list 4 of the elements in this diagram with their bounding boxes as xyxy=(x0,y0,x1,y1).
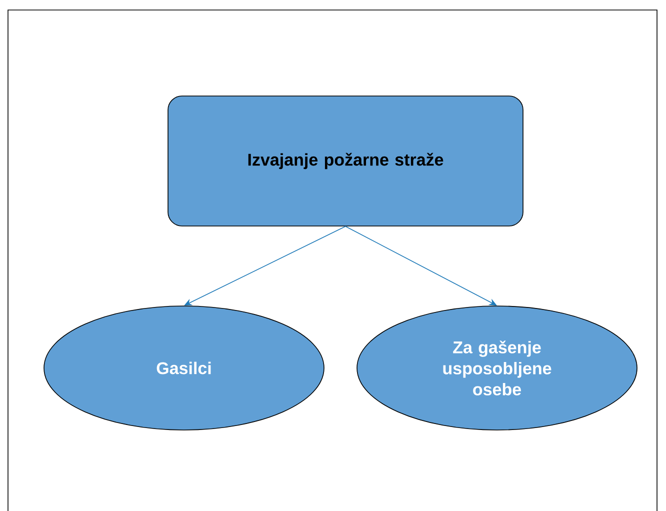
process-box: Izvajanje požarne straže xyxy=(168,96,524,226)
arrow xyxy=(345,226,497,306)
ellipse-node: Gasilci xyxy=(44,306,324,430)
ellipse-node: Za gašenje usposobljene osebe xyxy=(356,306,638,430)
